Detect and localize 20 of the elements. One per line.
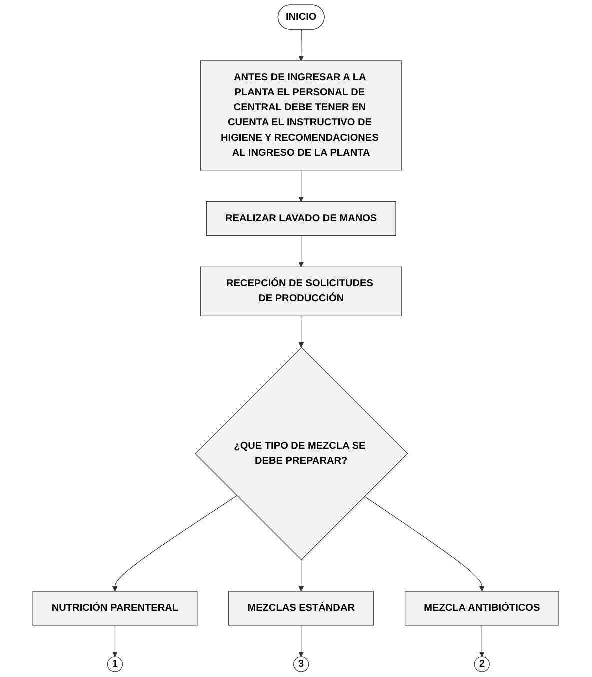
arrow: [298, 30, 304, 62]
node-box: ANTES DE INGRESAR A LA PLANTA EL PERSONAL DE CENTRAL DEBE TENER EN CUENTA EL INSTRUCTIVO DE HIGIENE Y RECOMENDACIONES AL INGRESO DE LA PLANTA: [200, 60, 402, 171]
node-box: NUTRICIÓN PARENTERAL: [32, 591, 198, 626]
arrow: [364, 496, 485, 592]
node-box: RECEPCIÓN DE SOLICITUDES DE PRODUCCIÓN: [200, 266, 402, 316]
node-box: REALIZAR LAVADO DE MANOS: [206, 201, 396, 236]
node-circle: 1: [107, 656, 124, 672]
arrow: [298, 625, 304, 658]
arrow: [112, 625, 118, 658]
node-circle: 2: [474, 656, 490, 672]
arrow: [298, 170, 304, 202]
node-box: MEZCLAS ESTÁNDAR: [228, 591, 374, 626]
node-circle: 3: [293, 656, 310, 672]
arrow: [112, 496, 238, 592]
arrow: [298, 316, 304, 348]
node-diamond: ¿QUE TIPO DE MEZCLA SE DEBE PREPARAR?: [194, 347, 408, 561]
arrow: [298, 560, 304, 592]
node-box: MEZCLA ANTIBIÓTICOS: [404, 591, 560, 626]
arrow: [479, 625, 485, 658]
arrow: [298, 235, 304, 268]
